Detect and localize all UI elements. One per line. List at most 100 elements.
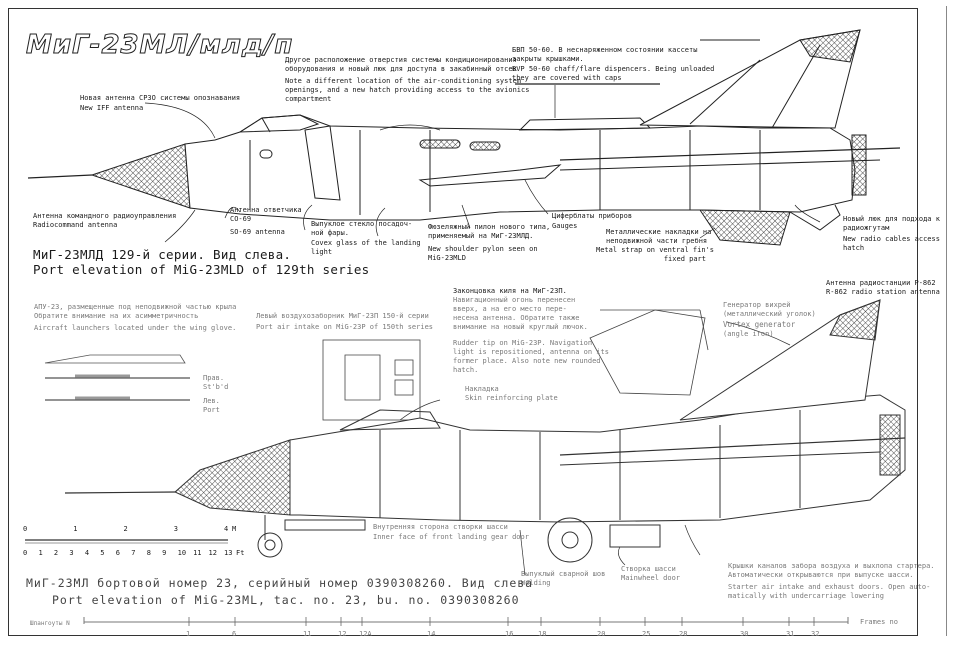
- scale-meter-tick-label: 0: [23, 525, 28, 533]
- annotation-aircon-ru-1: Другое расположение отверстия системы ко…: [285, 56, 517, 64]
- annotation-vortex-en-2: (angle iron): [723, 330, 774, 338]
- scale-feet-tick-label: 8: [146, 549, 151, 557]
- annotation-apu-en: Aircraft launchers located under the win…: [34, 324, 237, 332]
- top-aircraft-side-view: [27, 29, 901, 246]
- annotation-gauges-ru: Циферблаты приборов: [552, 212, 633, 220]
- frame-tick-label: 28: [679, 630, 688, 638]
- drawing-border: [8, 8, 918, 636]
- rudder-tip-detail: [589, 309, 709, 396]
- scale-meter-tick-label: 4: [224, 525, 229, 533]
- bottom-view-caption-en: Port elevation of MiG-23ML, tac. no. 23,…: [52, 593, 520, 607]
- annotation-radiocommand-en: Radiocommand antenna: [33, 221, 118, 229]
- scale-feet-tick-label: 11: [193, 549, 202, 557]
- main-wheel: [547, 517, 593, 563]
- scale-feet-tick-label: 4: [84, 549, 90, 557]
- annotation-rudder-en-3: former place. Also note new rounded: [453, 357, 601, 365]
- scale-feet-tick-label: 3: [69, 549, 74, 557]
- annotation-landing-light-ru-2: ной фары.: [311, 229, 349, 237]
- scale-feet-tick-label: 9: [162, 549, 167, 557]
- annotation-aircon-en-1: Note a different location of the air-con…: [285, 77, 522, 85]
- annotation-metal-strap-en-2: fixed part: [663, 255, 706, 263]
- frame-tick-label: 25: [642, 630, 651, 638]
- top-view-caption-en: Port elevation of MiG-23MLD of 129th ser…: [33, 262, 370, 277]
- annotation-bvp-ru-2: закрыты крышками.: [512, 55, 584, 63]
- annotation-radio-hatch-en-1: New radio cables access: [843, 235, 940, 243]
- scale-feet-tick-label: 5: [100, 549, 105, 557]
- top-view-caption-ru: МиГ-23МЛД 129-й серии. Вид слева.: [33, 247, 292, 262]
- annotation-apu-ru-2: Обратите внимание на их асимметричность: [34, 312, 199, 320]
- frame-tick-label: 11: [303, 630, 312, 638]
- air-intake-detail: [322, 339, 421, 421]
- annotation-r862-ru: Антенна радиостанции Р-862: [826, 279, 936, 287]
- annotation-rudder-ru-2: Навигационный огонь перенесен: [453, 296, 576, 304]
- annotation-air-intake-en: Port air intake on MiG-23P of 150th seri…: [256, 323, 434, 331]
- annotation-air-intake-ru: Левый воздухозаборник МиГ-23П 150-й сери…: [256, 312, 429, 320]
- aircraft-launchers: [44, 354, 190, 401]
- frame-tick-label: 14: [427, 630, 436, 638]
- scale-feet-tick-label: 13: [224, 549, 233, 557]
- ventral-fin: [699, 209, 791, 246]
- annotation-metal-strap-ru-1: Металлические накладки на: [606, 228, 712, 236]
- annotation-pylon-ru-2: применяемый на МиГ-23МЛД.: [428, 232, 534, 240]
- annotation-bvp-ru-1: БВП 50-60. В неснаряженном состоянии кас…: [512, 46, 698, 54]
- annotation-starter-ru-2: Автоматически открываются при выпуске ша…: [728, 571, 914, 579]
- frame-tick-label: 18: [538, 630, 547, 638]
- annotation-rudder-en-1: Rudder tip on MiG-23P. Navigation: [453, 339, 593, 347]
- pitot-tube: [64, 491, 176, 494]
- annotation-r862-en: R-862 radio station antenna: [826, 288, 940, 296]
- label-launcher-stbd-en: St'b'd: [203, 383, 229, 391]
- annotation-aircon-ru-2: оборудования и новый люк для доступа в з…: [285, 65, 517, 73]
- annotation-bvp-en-1: BVP 50-60 chaff/flare dispencers. Being …: [512, 65, 715, 73]
- scale-meter-tick-label: 1: [73, 525, 78, 533]
- annotation-welding-ru: Выпуклый сварной шов: [521, 570, 606, 578]
- annotation-aircon-en-3: compartment: [285, 95, 332, 103]
- annotation-aircon-en-2: openings, and a new hatch providing acce…: [285, 86, 530, 94]
- frames-label-ru: Шпангоуты N: [30, 620, 70, 627]
- frame-tick-label: 12А: [359, 630, 372, 638]
- frame-tick-label: 31: [786, 630, 795, 638]
- annotation-landing-light-en-2: light: [311, 248, 333, 256]
- annotation-landing-light-en-1: Covex glass of the landing: [311, 239, 421, 247]
- scale-meter-tick-label: 2: [123, 525, 128, 533]
- annotation-rudder-en-2: light is repositioned, antenna on its: [453, 348, 609, 356]
- annotation-radio-hatch-ru-2: радиожгутам: [843, 224, 890, 232]
- annotation-sd69-ru-2: СО-69: [230, 215, 252, 223]
- scale-meter-unit: M: [232, 525, 237, 533]
- annotation-pylon-ru-1: Фюзеляжный пилон нового типа,: [428, 223, 551, 231]
- annotation-pylon-en-2: MiG-23MLD: [428, 254, 466, 262]
- annotation-gear-door-ru: Внутренняя сторона створки шасси: [373, 523, 508, 531]
- annotation-metal-strap-en-1: Metal strap on ventral fin's: [596, 246, 715, 254]
- scale-feet-tick-label: 2: [53, 549, 59, 557]
- annotation-vortex-en-1: Vortex generator: [723, 320, 796, 329]
- annotation-radiocommand-ru: Антенна командного радиоуправления: [33, 212, 177, 220]
- frame-tick-label: 12: [338, 630, 347, 638]
- wing-glove: [418, 164, 562, 187]
- frame-tick-label: 32: [811, 630, 820, 638]
- front-gear-door: [284, 519, 366, 531]
- drawing-title: МиГ-23МЛ/млд/п: [25, 30, 294, 61]
- label-launcher-stbd-ru: Прав.: [203, 374, 225, 382]
- pitot-tube: [27, 174, 93, 179]
- annotation-skin-plate-en: Skin reinforcing plate: [465, 394, 558, 402]
- annotation-bvp-en-2: they are covered with caps: [512, 74, 622, 82]
- annotation-gear-door-en: Inner face of front landing gear door: [373, 533, 529, 541]
- label-launcher-port-ru: Лев.: [203, 397, 220, 405]
- annotation-rudder-ru-5: внимание на новый круглый лючок.: [453, 323, 588, 331]
- nozzle: [851, 134, 867, 196]
- frames-label-en: Frames no: [860, 618, 898, 626]
- fin-tip-hatched: [829, 299, 881, 341]
- annotation-apu-ru-1: АПУ-23, размещенные под неподвижной част…: [34, 303, 237, 311]
- annotation-gauges-en: Gauges: [552, 222, 578, 230]
- bottom-aircraft-side-view: [64, 299, 906, 576]
- annotation-vortex-ru-1: Генератор вихрей: [723, 301, 791, 309]
- annotation-rudder-ru-4: несена антенна. Обратите также: [453, 314, 580, 322]
- label-launcher-port-en: Port: [203, 406, 220, 414]
- annotation-rudder-en-4: hatch.: [453, 366, 479, 374]
- scale-feet-tick-label: 7: [131, 549, 136, 557]
- annotation-radio-hatch-ru-1: Новый люк для подхода к: [843, 215, 940, 223]
- radome: [90, 143, 191, 209]
- scale-feet-tick-label: 12: [208, 549, 217, 557]
- scale-feet-unit: Ft: [236, 549, 245, 557]
- annotation-skin-plate-ru: Накладка: [465, 385, 499, 393]
- bvp-dispenser: [518, 117, 652, 131]
